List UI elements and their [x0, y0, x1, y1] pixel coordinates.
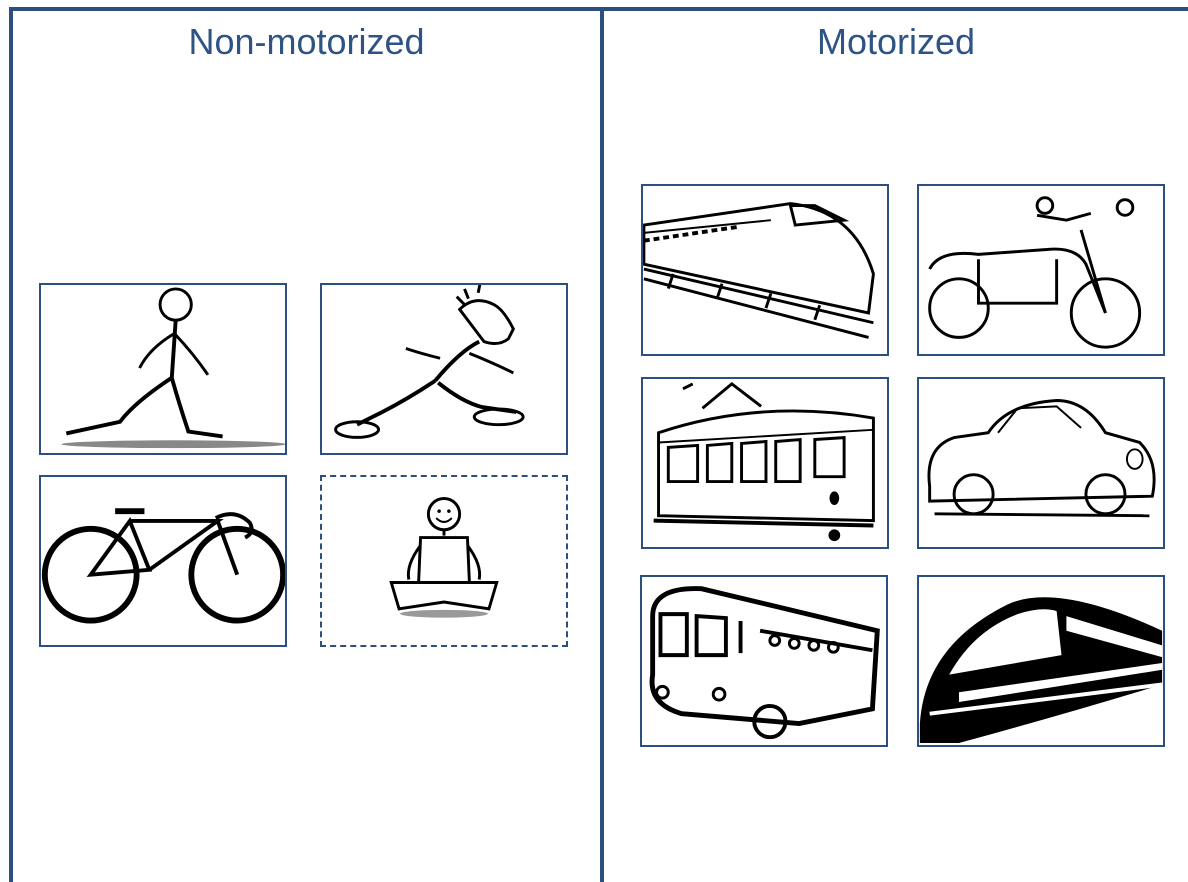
- card-car[interactable]: [917, 377, 1165, 549]
- sitting-person-icon: [389, 497, 499, 618]
- frame-left-border: [9, 7, 13, 882]
- frame-top-border: [9, 7, 1188, 11]
- card-sitting[interactable]: [320, 475, 568, 647]
- bus-icon: [649, 586, 880, 740]
- bicycle-icon: [41, 508, 285, 624]
- tram-icon: [653, 382, 875, 542]
- card-high-speed-train[interactable]: [917, 575, 1165, 747]
- running-person-icon: [334, 285, 525, 439]
- card-bus[interactable]: [640, 575, 888, 747]
- card-train[interactable]: [641, 184, 889, 356]
- high-speed-train-icon: [919, 597, 1163, 744]
- card-bicycle[interactable]: [39, 475, 287, 647]
- non-motorized-heading: Non-motorized: [188, 21, 425, 62]
- column-divider: [600, 7, 604, 882]
- car-icon: [927, 399, 1156, 518]
- walking-person-icon: [61, 287, 285, 449]
- motorized-heading: Motorized: [816, 21, 976, 62]
- train-icon: [643, 202, 875, 339]
- card-motorcycle[interactable]: [917, 184, 1165, 356]
- card-walking[interactable]: [39, 283, 287, 455]
- motorcycle-icon: [928, 196, 1142, 349]
- card-running[interactable]: [320, 283, 568, 455]
- card-tram[interactable]: [641, 377, 889, 549]
